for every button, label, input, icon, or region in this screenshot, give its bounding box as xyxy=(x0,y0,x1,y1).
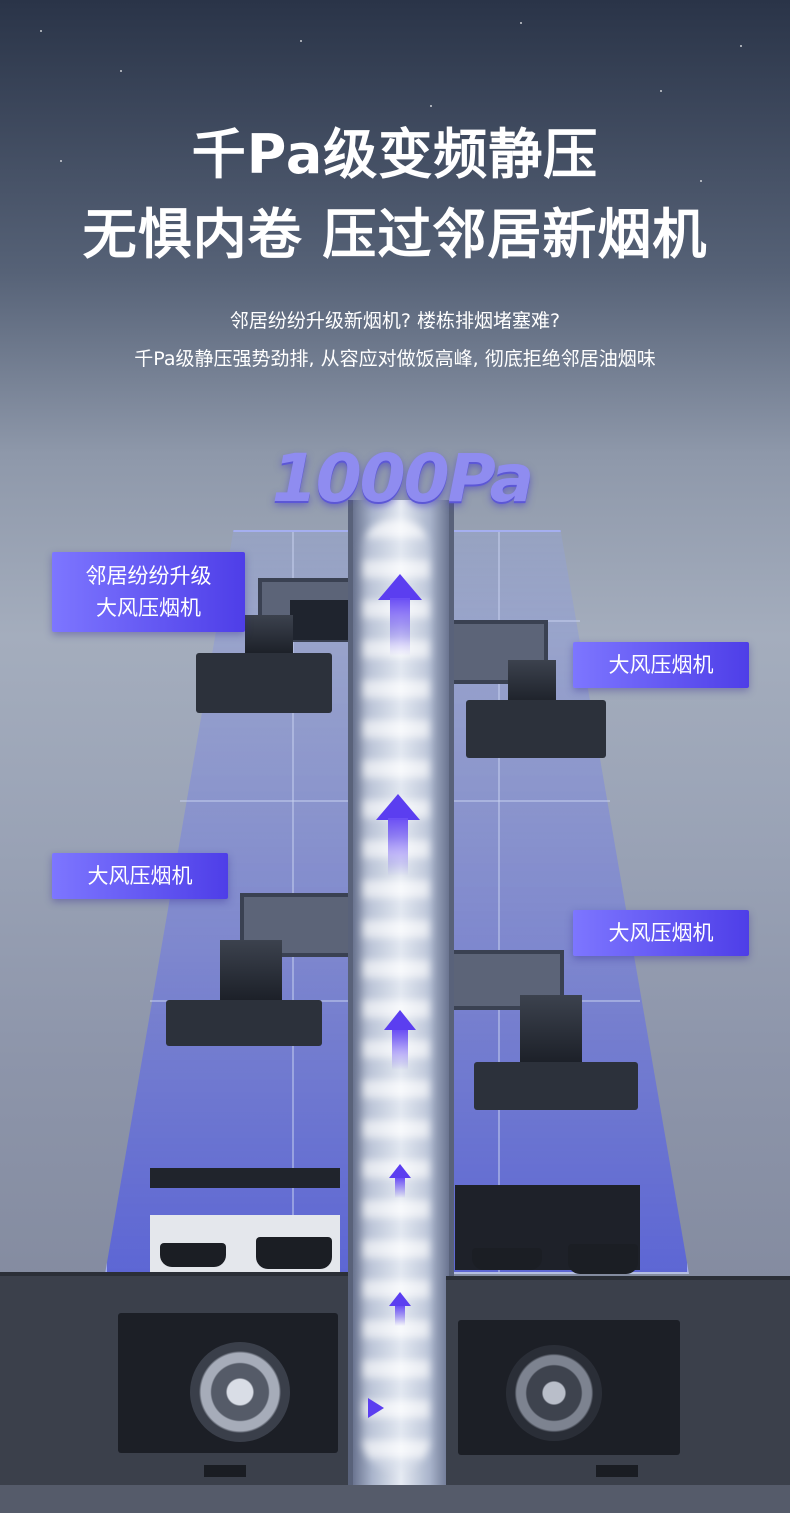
range-hood-chimney xyxy=(220,940,282,1002)
fan-icon xyxy=(506,1345,602,1441)
headline-line2: 无惧内卷 压过邻居新烟机 xyxy=(82,203,708,266)
up-arrow-icon xyxy=(389,1292,411,1306)
stock-pot xyxy=(568,1244,638,1274)
backsplash-left xyxy=(150,1168,340,1188)
floor-vent-right xyxy=(596,1465,638,1477)
star xyxy=(700,180,702,182)
up-arrow-icon xyxy=(384,1010,416,1030)
tag-high-pressure-hood: 大风压烟机 xyxy=(573,642,749,688)
floor-divider xyxy=(498,532,500,1272)
up-arrow-icon xyxy=(376,794,420,820)
up-arrow-stem xyxy=(392,1030,408,1070)
floor-vent-left xyxy=(204,1465,246,1477)
up-arrow-stem xyxy=(395,1306,405,1326)
floor xyxy=(0,1485,790,1513)
headline-line1: 千Pa级变频静压 xyxy=(191,123,599,186)
range-hood-chimney xyxy=(245,615,293,655)
range-hood-chimney xyxy=(508,660,556,706)
star xyxy=(520,22,522,24)
tag-line1: 邻居纷纷升级 xyxy=(85,564,212,588)
star xyxy=(300,40,302,42)
star xyxy=(60,160,62,162)
star xyxy=(120,70,122,72)
tag-high-pressure-hood: 大风压烟机 xyxy=(573,910,749,956)
fan-icon xyxy=(190,1342,290,1442)
tag-neighbor-upgrade: 邻居纷纷升级 大风压烟机 xyxy=(52,552,245,632)
wok xyxy=(472,1248,542,1270)
range-hood xyxy=(196,653,332,713)
range-hood xyxy=(166,1000,322,1046)
stock-pot xyxy=(256,1237,332,1269)
range-hood xyxy=(466,700,606,758)
up-arrow-stem xyxy=(395,1178,405,1198)
range-hood-chimney xyxy=(520,995,582,1065)
star xyxy=(740,45,742,47)
pressure-label: 1000Pa xyxy=(271,440,534,517)
tag-high-pressure-hood: 大风压烟机 xyxy=(52,853,228,899)
exhaust-smoke xyxy=(362,520,430,1470)
up-arrow-icon xyxy=(378,574,422,600)
up-arrow-icon xyxy=(389,1164,411,1178)
subtitle-line2: 千Pa级静压强势劲排, 从容应对做饭高峰, 彻底拒绝邻居油烟味 xyxy=(134,348,656,370)
star xyxy=(40,30,42,32)
star xyxy=(430,105,432,107)
up-arrow-stem xyxy=(390,598,410,656)
star xyxy=(660,90,662,92)
subtitle-line1: 邻居纷纷升级新烟机? 楼栋排烟堵塞难? xyxy=(229,310,561,332)
tag-line2: 大风压烟机 xyxy=(96,596,201,620)
duct-opening xyxy=(290,600,350,640)
range-hood xyxy=(474,1062,638,1110)
wok xyxy=(160,1243,226,1267)
right-arrow-icon xyxy=(368,1398,384,1418)
up-arrow-stem xyxy=(388,818,408,876)
